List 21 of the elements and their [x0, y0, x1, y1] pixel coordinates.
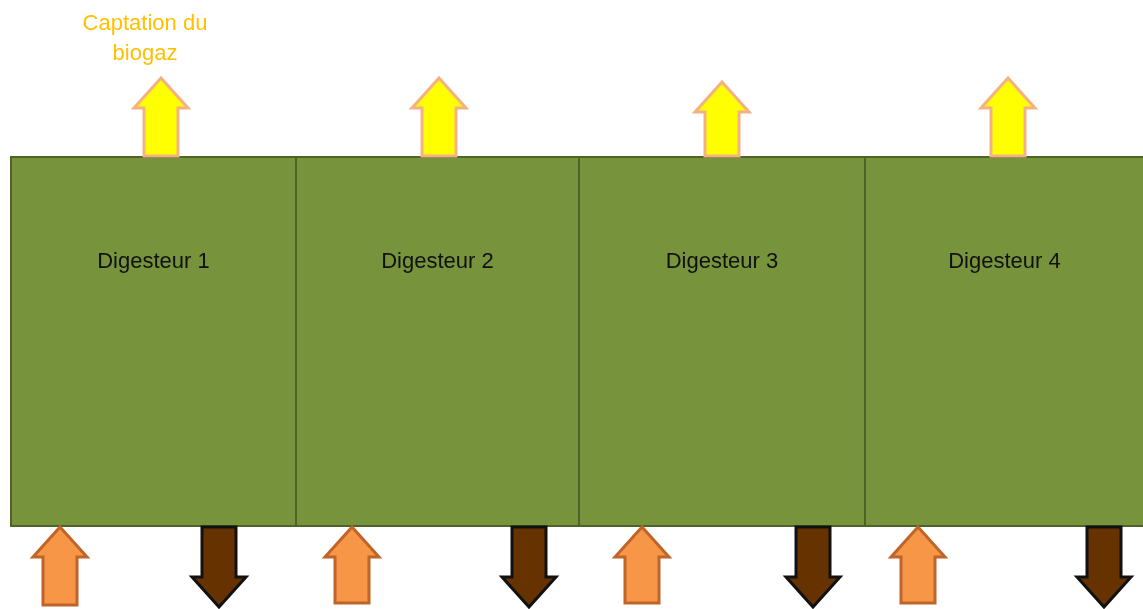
digester-box	[580, 156, 866, 527]
digester-box	[10, 156, 297, 527]
digester-label: Digesteur 4	[947, 248, 1062, 274]
block-arrow	[130, 75, 192, 158]
block-arrow	[782, 525, 844, 609]
digester-label: Digesteur 1	[96, 248, 211, 274]
block-arrow	[1073, 525, 1135, 609]
block-arrow	[29, 524, 91, 607]
block-arrow	[887, 524, 949, 605]
digester-box	[297, 156, 580, 527]
digester-box	[866, 156, 1143, 527]
biogas-caption: Captation du biogaz	[70, 8, 220, 68]
block-arrow	[611, 524, 673, 605]
digester-label: Digesteur 2	[380, 248, 495, 274]
block-arrow	[977, 75, 1039, 158]
block-arrow	[408, 75, 470, 158]
block-arrow	[321, 524, 383, 605]
block-arrow	[498, 525, 560, 609]
digester-label: Digesteur 3	[664, 248, 780, 274]
block-arrow	[188, 525, 250, 609]
block-arrow	[691, 79, 753, 158]
